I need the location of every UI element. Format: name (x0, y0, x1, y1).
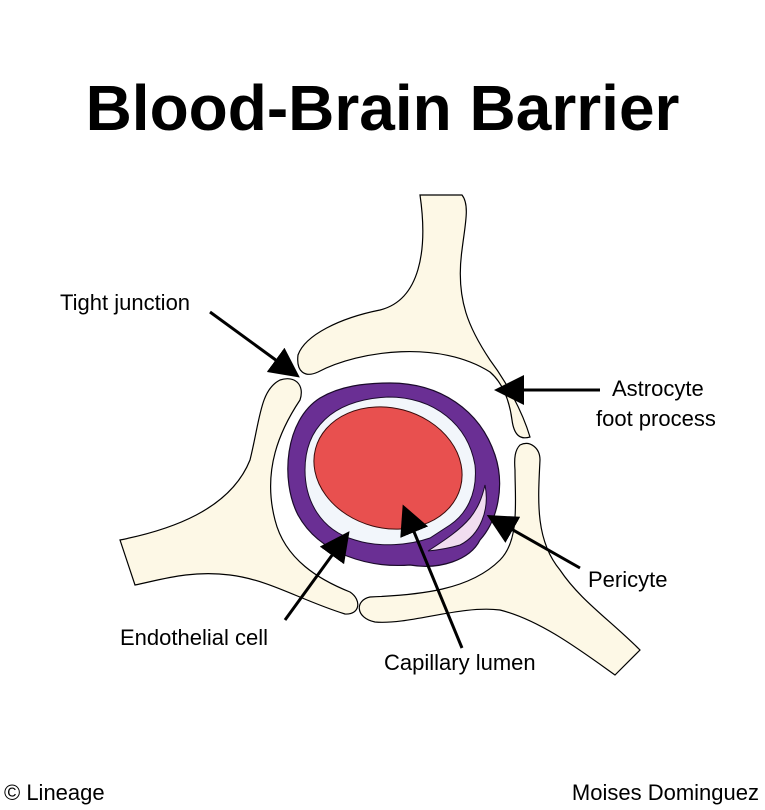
pericyte (427, 484, 487, 552)
astrocyte-left (119, 378, 359, 615)
arrow-lumen (400, 504, 464, 649)
arrow-endothelial (283, 531, 350, 621)
astrocyte-top (297, 194, 531, 439)
author-credit: Moises Dominguez (571, 780, 759, 805)
capillary (287, 382, 501, 567)
label-pericyte: Pericyte (588, 567, 668, 592)
label-astrocyte-line2: foot process (596, 406, 716, 431)
arrow-pericyte (486, 515, 581, 570)
label-tight-junction: Tight junction (60, 290, 191, 315)
label-astrocyte-line1: Astrocyte (612, 376, 704, 401)
label-endothelial-cell: Endothelial cell (120, 625, 268, 650)
copyright: © Lineage (4, 780, 105, 805)
diagram-title: Blood-Brain Barrier (85, 72, 680, 144)
arrow-tight-junction (209, 310, 300, 378)
label-capillary-lumen: Capillary lumen (384, 650, 536, 675)
capillary-lumen (313, 406, 463, 530)
